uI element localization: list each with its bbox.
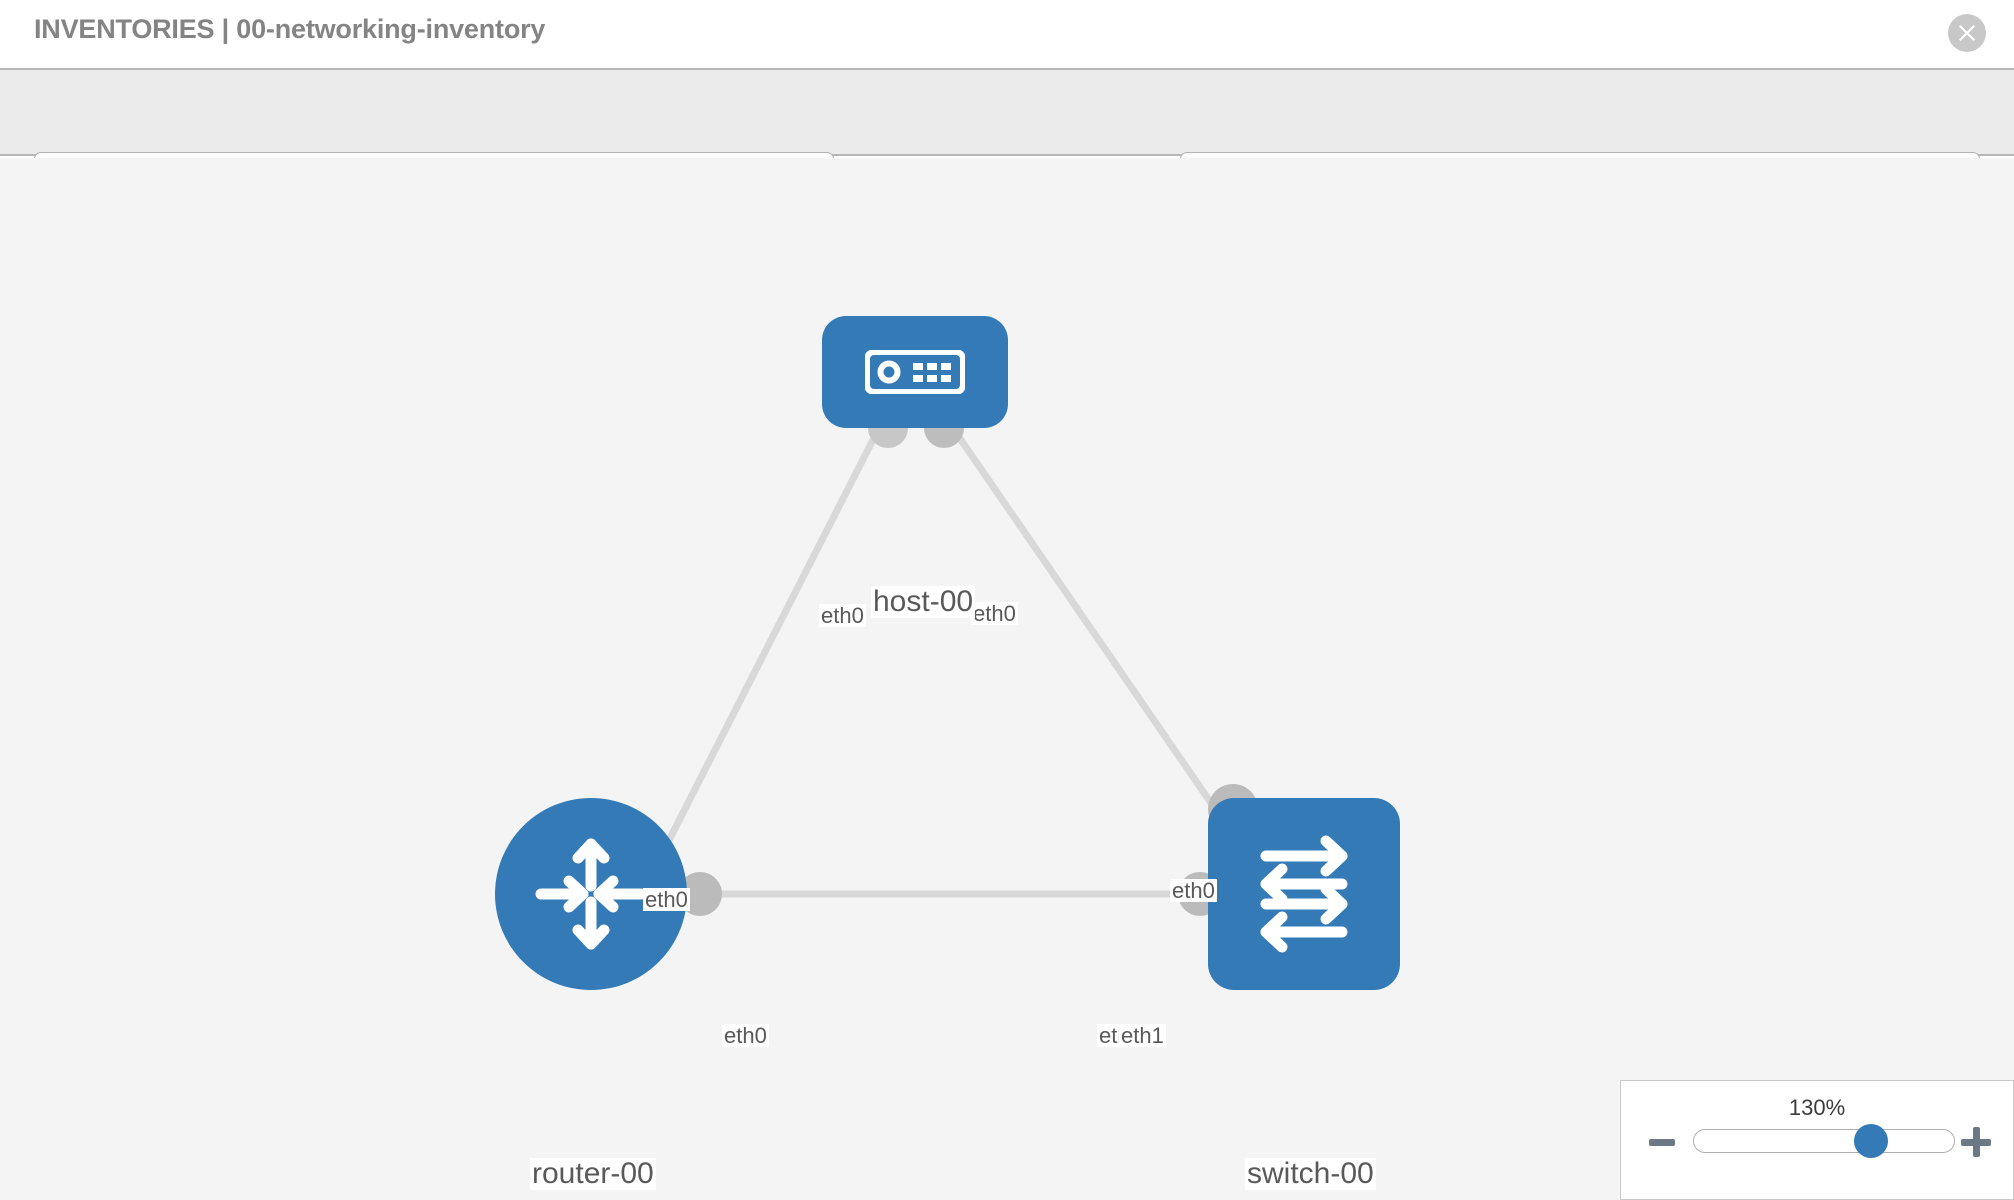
- page-title: INVENTORIES | 00-networking-inventory: [34, 14, 546, 44]
- edge-host-router: [656, 424, 884, 860]
- toolbar: ACTIONS SEARCH: [0, 68, 2014, 204]
- router-arrows-icon: [531, 834, 651, 954]
- switch-arrows-icon: [1242, 832, 1366, 956]
- node-label-switch-00: switch-00: [1245, 1157, 1376, 1190]
- interface-label: eth0: [643, 887, 690, 912]
- topology-edges: [656, 408, 1258, 916]
- interface-label: eth0: [1170, 878, 1217, 903]
- node-label-host-00: host-00: [871, 585, 976, 618]
- interface-label: eth0: [819, 603, 866, 628]
- interface-label: eth0: [971, 601, 1018, 626]
- interface-label: eth0: [722, 1023, 769, 1048]
- edge-host-switch: [947, 422, 1245, 850]
- node-switch-00[interactable]: [1208, 798, 1400, 990]
- plus-icon[interactable]: [1961, 1127, 1991, 1157]
- node-host-00[interactable]: [822, 316, 1008, 428]
- zoom-control-panel: 130%: [1620, 1080, 2014, 1200]
- server-icon: [865, 350, 965, 394]
- page-header: INVENTORIES | 00-networking-inventory: [0, 0, 2014, 68]
- topology-canvas[interactable]: eth0 eth0 eth0 eth0 eth0 eth0 eth1 host-…: [0, 158, 2014, 1200]
- close-icon[interactable]: [1948, 14, 1986, 52]
- node-label-router-00: router-00: [530, 1157, 656, 1190]
- interface-label: eth1: [1119, 1023, 1166, 1048]
- zoom-slider-thumb[interactable]: [1853, 1124, 1888, 1158]
- minus-icon[interactable]: [1649, 1139, 1675, 1146]
- zoom-percent-label: 130%: [1788, 1095, 1846, 1120]
- zoom-slider[interactable]: [1693, 1124, 1955, 1158]
